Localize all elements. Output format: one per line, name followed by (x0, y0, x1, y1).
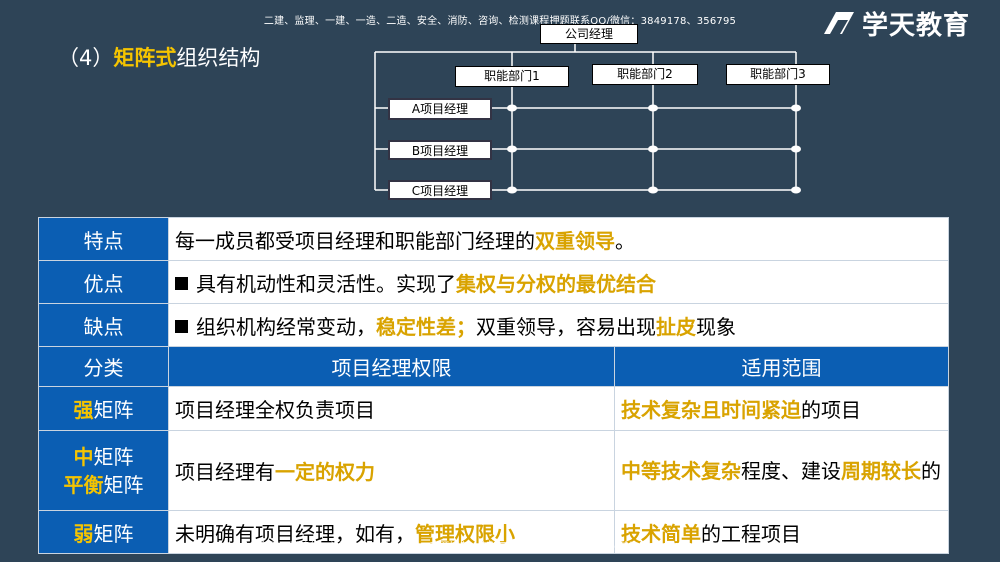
medium-scope-hl-1: 中等技术复杂 (621, 458, 741, 483)
weak-scope-hl: 技术简单 (621, 521, 701, 546)
header-scope: 适用范围 (614, 346, 949, 387)
logo: 学天教育 (822, 5, 970, 41)
cons-highlight-1: 稳定性差； (376, 314, 476, 339)
table-row-weak-matrix: 弱矩阵 未明确有项目经理，如有，管理权限小 技术简单的工程项目 (38, 510, 949, 554)
medium-scope-hl-2: 周期较长 (841, 458, 921, 483)
strong-authority: 项目经理全权负责项目 (168, 386, 615, 431)
features-text-2: 。 (615, 228, 635, 253)
department-3-box: 职能部门3 (726, 64, 830, 85)
pros-text-1: 具有机动性和灵活性。实现了 (196, 271, 456, 296)
label-strong-matrix: 强矩阵 (38, 386, 169, 431)
top-banner: 二建、监理、一建、一造、二造、安全、消防、咨询、检测课程押题联系QQ/微信：38… (263, 16, 737, 27)
label-features: 特点 (38, 217, 169, 261)
cons-highlight-2: 扯皮 (656, 314, 696, 339)
label-weak-matrix: 弱矩阵 (38, 510, 169, 554)
weak-label: 矩阵 (93, 521, 134, 546)
cons-text-2: 双重领导，容易出现 (476, 314, 656, 339)
org-chart-lines (374, 42, 801, 194)
features-text-1: 每一成员都受项目经理和职能部门经理的 (175, 228, 535, 253)
table-row-strong-matrix: 强矩阵 项目经理全权负责项目 技术复杂且时间紧迫的项目 (38, 386, 949, 431)
medium-authority-hl: 一定的权力 (275, 460, 375, 484)
weak-authority-hl: 管理权限小 (415, 521, 515, 546)
matrix-structure-table: 特点 每一成员都受项目经理和职能部门经理的双重领导。 优点 具有机动性和灵活性。… (38, 217, 949, 554)
pros-highlight: 集权与分权的最优结合 (456, 271, 656, 296)
title-highlight: 矩阵式 (113, 46, 177, 70)
medium-scope-text-1: 程度、建设 (741, 458, 841, 483)
bullet-square-icon (175, 276, 188, 290)
title-prefix: （4） (58, 46, 114, 70)
pros-text: 具有机动性和灵活性。实现了集权与分权的最优结合 (168, 260, 949, 304)
balanced-label: 矩阵 (103, 472, 144, 497)
page-title: （4）矩阵式组织结构 (58, 42, 260, 72)
weak-authority-text: 未明确有项目经理，如有， (175, 521, 415, 546)
label-pros: 优点 (38, 260, 169, 304)
label-classify: 分类 (38, 346, 169, 387)
department-1-box: 职能部门1 (455, 66, 569, 87)
medium-label: 矩阵 (93, 444, 134, 469)
table-row-pros: 优点 具有机动性和灵活性。实现了集权与分权的最优结合 (38, 260, 949, 304)
manager-a-box: A项目经理 (388, 98, 492, 120)
medium-authority-text: 项目经理有 (175, 460, 275, 484)
company-manager-box: 公司经理 (540, 24, 638, 44)
strong-scope: 技术复杂且时间紧迫的项目 (614, 386, 949, 431)
table-row-classify-header: 分类 项目经理权限 适用范围 (38, 346, 949, 387)
medium-label-hl: 中 (73, 444, 94, 469)
bottom-banner: 名师面授精华，关注升训，考点串讲，习题模考，考前三页纸，绝密押题联系QQ/微信：… (259, 542, 741, 553)
medium-scope-text-2: 的 (921, 458, 941, 483)
label-cons: 缺点 (38, 303, 169, 347)
strong-scope-hl: 技术复杂且时间紧迫 (621, 398, 801, 422)
weak-label-hl: 弱 (73, 521, 94, 546)
logo-text: 学天教育 (862, 10, 971, 41)
table-row-medium-matrix: 中矩阵平衡矩阵 项目经理有一定的权力 中等技术复杂程度、建设周期较长的 (38, 430, 949, 511)
cons-text-3: 现象 (696, 314, 736, 339)
weak-authority: 未明确有项目经理，如有，管理权限小 (168, 510, 615, 554)
balanced-label-hl: 平衡 (63, 472, 104, 497)
weak-scope-text: 的工程项目 (701, 521, 801, 546)
department-2-box: 职能部门2 (592, 64, 698, 85)
manager-c-box: C项目经理 (388, 180, 492, 200)
strong-scope-text: 的项目 (801, 398, 861, 422)
medium-scope: 中等技术复杂程度、建设周期较长的 (614, 430, 949, 511)
header-authority: 项目经理权限 (168, 346, 615, 387)
strong-label: 矩阵 (93, 398, 134, 422)
strong-label-hl: 强 (73, 398, 94, 422)
label-medium-matrix: 中矩阵平衡矩阵 (38, 430, 169, 511)
cons-text-1: 组织机构经常变动， (196, 314, 376, 339)
table-row-cons: 缺点 组织机构经常变动，稳定性差；双重领导，容易出现扯皮现象 (38, 303, 949, 347)
features-text: 每一成员都受项目经理和职能部门经理的双重领导。 (168, 217, 949, 261)
title-suffix: 组织结构 (176, 46, 261, 70)
features-highlight: 双重领导 (535, 228, 615, 253)
bullet-square-icon (175, 319, 188, 333)
table-row-features: 特点 每一成员都受项目经理和职能部门经理的双重领导。 (38, 217, 949, 261)
weak-scope: 技术简单的工程项目 (614, 510, 949, 554)
manager-b-box: B项目经理 (388, 140, 492, 160)
cons-text: 组织机构经常变动，稳定性差；双重领导，容易出现扯皮现象 (168, 303, 949, 347)
logo-mark-icon (824, 12, 854, 34)
medium-authority: 项目经理有一定的权力 (168, 430, 615, 511)
org-chart: 公司经理 职能部门1 职能部门2 职能部门3 A项目经理 B项目经理 C项目经理 (370, 20, 830, 210)
